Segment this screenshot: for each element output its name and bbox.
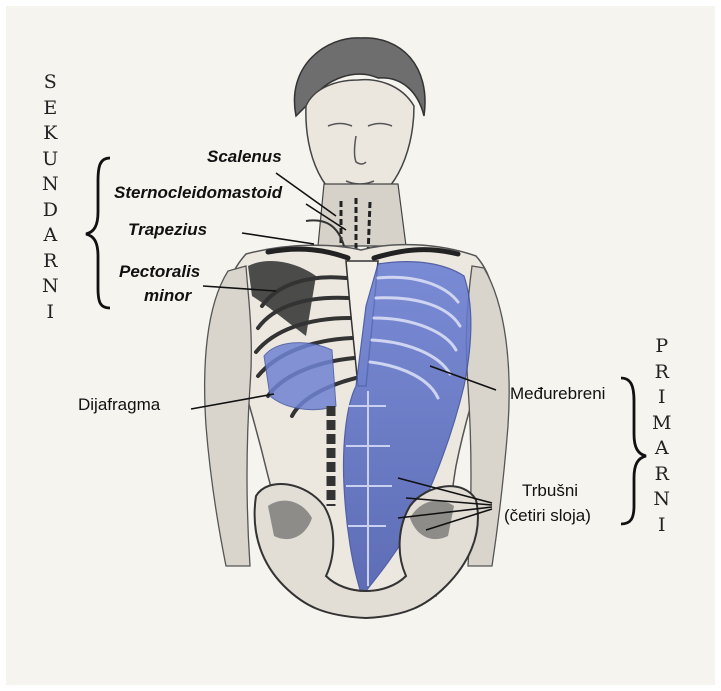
heading-letter: E — [43, 96, 58, 122]
label-trbusni-line2: (četiri sloja) — [504, 506, 591, 526]
secondary-brace — [86, 158, 110, 308]
leader-trapezius — [242, 233, 314, 244]
heading-letter: R — [43, 249, 58, 275]
heading-letter: I — [658, 385, 667, 411]
label-trapezius: Trapezius — [128, 220, 207, 240]
label-sternocleidomastoid: Sternocleidomastoid — [114, 183, 282, 203]
label-scalenus: Scalenus — [207, 147, 282, 167]
label-dijafragma: Dijafragma — [78, 395, 160, 415]
heading-letter: A — [43, 223, 58, 249]
heading-letter: A — [655, 436, 670, 462]
heading-letter: K — [43, 121, 58, 147]
heading-letter: N — [653, 487, 671, 513]
label-medurebreni: Međurebreni — [510, 384, 605, 404]
label-pectoralis-line2: minor — [144, 286, 191, 306]
heading-letter: S — [44, 70, 58, 96]
primary-brace — [621, 378, 646, 524]
anatomy-illustration — [6, 6, 715, 685]
heading-letter: N — [42, 172, 60, 198]
heading-letter: R — [655, 462, 670, 488]
heading-letter: D — [43, 198, 59, 224]
left-arm — [205, 266, 252, 566]
heading-letter: I — [47, 300, 56, 326]
label-trbusni-line1: Trbušni — [522, 481, 578, 501]
diaphragm — [264, 343, 336, 410]
heading-letter: N — [42, 274, 60, 300]
heading-letter: U — [42, 147, 59, 173]
heading-letter: R — [655, 360, 670, 386]
label-pectoralis-line1: Pectoralis — [119, 262, 200, 282]
heading-letter: I — [658, 513, 667, 539]
neck — [318, 184, 406, 246]
heading-letter: M — [652, 411, 672, 437]
heading-letter: P — [655, 334, 669, 360]
